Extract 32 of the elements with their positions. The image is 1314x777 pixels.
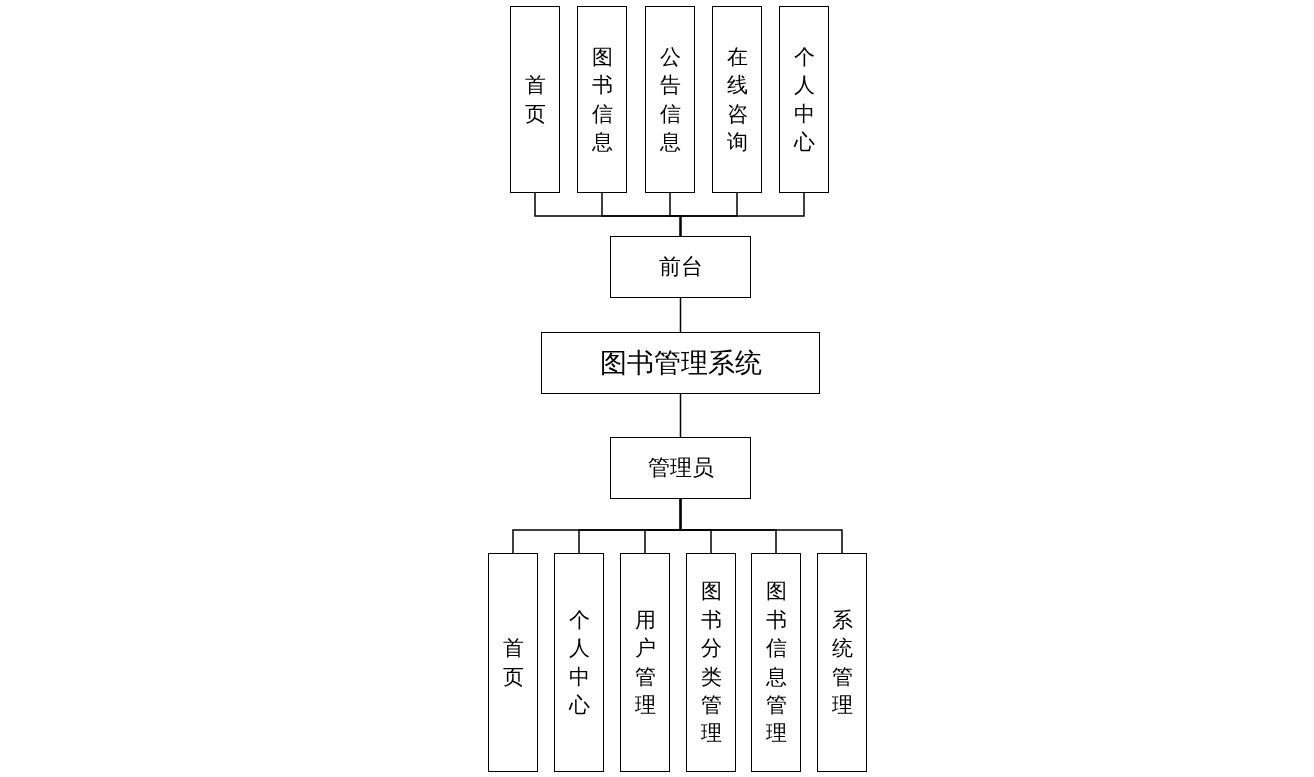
module-box	[779, 6, 829, 193]
module-label: 首页	[502, 635, 524, 691]
module-box	[488, 553, 538, 772]
module-label: 用户管理	[634, 606, 656, 719]
module-box	[554, 553, 604, 772]
module-label: 图书信息管理	[765, 578, 787, 748]
module-box	[620, 553, 670, 772]
connector-line	[679, 393, 682, 438]
module-label: 个人中心	[793, 43, 815, 156]
module-label: 首页	[524, 72, 546, 128]
connector-line	[679, 297, 682, 333]
module-box	[510, 6, 560, 193]
module-box	[686, 553, 736, 772]
system-box	[541, 332, 820, 394]
module-box	[645, 6, 695, 193]
module-label: 公告信息	[659, 43, 681, 156]
module-box	[751, 553, 801, 772]
node-label: 管理员	[647, 454, 714, 482]
module-box	[712, 6, 762, 193]
system-box	[610, 236, 751, 298]
node-label: 前台	[658, 253, 703, 281]
module-box	[817, 553, 867, 772]
system-box	[610, 437, 751, 499]
module-box	[577, 6, 627, 193]
module-label: 系统管理	[831, 606, 853, 719]
module-label: 在线咨询	[726, 43, 748, 156]
module-label: 图书分类管理	[700, 578, 722, 748]
module-label: 个人中心	[568, 606, 590, 719]
module-label: 图书信息	[591, 43, 613, 156]
connector-line	[679, 498, 843, 554]
connector-line	[679, 192, 805, 237]
node-label: 图书管理系统	[599, 346, 762, 380]
